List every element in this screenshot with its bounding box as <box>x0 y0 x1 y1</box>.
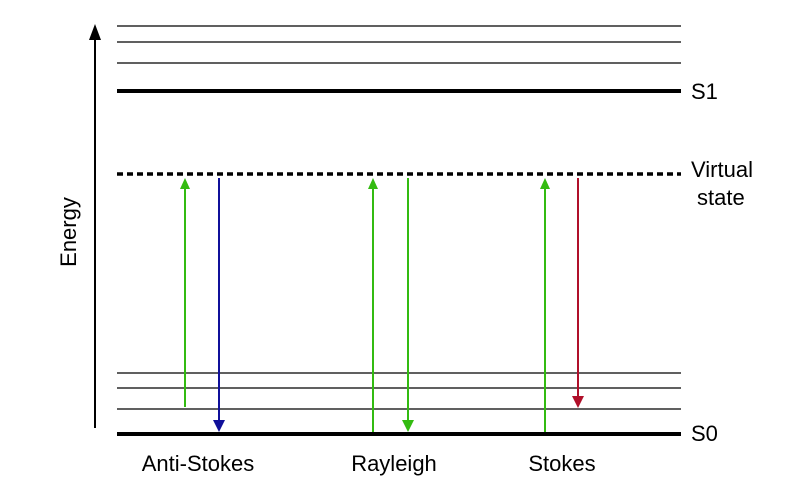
energy-axis-arrowhead <box>89 24 101 40</box>
rayleigh-excitation-arrowhead <box>368 178 378 189</box>
anti-stokes-process: Anti-Stokes <box>142 178 255 476</box>
stokes-emission-arrowhead <box>572 396 584 408</box>
stokes-excitation-arrowhead <box>540 178 550 189</box>
rayleigh-label: Rayleigh <box>351 451 437 476</box>
anti-stokes-label: Anti-Stokes <box>142 451 255 476</box>
s0-label: S0 <box>691 421 718 446</box>
s1-manifold: S1 <box>117 25 718 104</box>
stokes-label: Stokes <box>528 451 595 476</box>
virtual-state: Virtual state <box>117 157 753 210</box>
anti-stokes-excitation-arrowhead <box>180 178 190 189</box>
virtual-state-label-line2: state <box>697 185 745 210</box>
s1-label: S1 <box>691 79 718 104</box>
energy-axis-label: Energy <box>56 197 81 267</box>
rayleigh-emission-arrowhead <box>402 420 414 432</box>
stokes-process: Stokes <box>528 178 596 476</box>
rayleigh-process: Rayleigh <box>351 178 437 476</box>
s0-manifold: S0 <box>117 372 718 446</box>
anti-stokes-emission-arrowhead <box>213 420 225 432</box>
virtual-state-label-line1: Virtual <box>691 157 753 182</box>
energy-axis: Energy <box>56 24 101 428</box>
